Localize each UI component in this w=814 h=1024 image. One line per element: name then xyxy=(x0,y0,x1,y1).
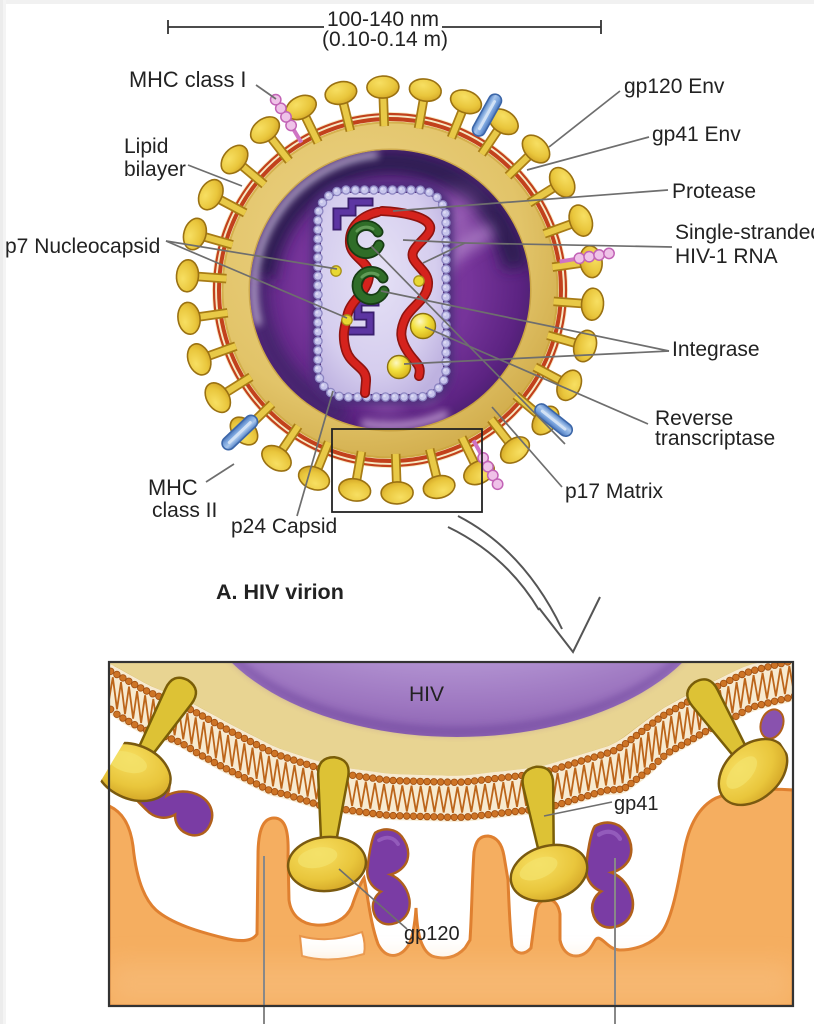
svg-text:gp41 Env: gp41 Env xyxy=(652,123,741,146)
svg-text:MHC: MHC xyxy=(148,475,198,500)
svg-text:HIV: HIV xyxy=(409,683,444,706)
svg-text:gp120 Env: gp120 Env xyxy=(624,75,725,98)
svg-text:Integrase: Integrase xyxy=(672,338,760,361)
svg-text:transcriptase: transcriptase xyxy=(655,427,775,450)
svg-text:gp120: gp120 xyxy=(404,923,460,945)
svg-text:Protease: Protease xyxy=(672,180,756,203)
svg-text:gp41: gp41 xyxy=(614,793,659,815)
svg-text:bilayer: bilayer xyxy=(124,158,186,181)
svg-text:A. HIV virion: A. HIV virion xyxy=(216,580,344,604)
svg-text:class II: class II xyxy=(152,499,217,522)
svg-text:p17 Matrix: p17 Matrix xyxy=(565,480,664,503)
svg-text:MHC class I: MHC class I xyxy=(129,67,246,92)
svg-text:Single-stranded: Single-stranded xyxy=(675,221,814,244)
svg-text:p24 Capsid: p24 Capsid xyxy=(231,515,337,538)
svg-text:Reverse: Reverse xyxy=(655,407,733,430)
svg-text:100-140 nm: 100-140 nm xyxy=(327,8,439,31)
svg-text:p7 Nucleocapsid: p7 Nucleocapsid xyxy=(5,235,160,258)
svg-text:HIV-1 RNA: HIV-1 RNA xyxy=(675,245,778,268)
svg-text:Lipid: Lipid xyxy=(124,135,168,158)
svg-text:(0.10-0.14 m): (0.10-0.14 m) xyxy=(322,28,448,51)
